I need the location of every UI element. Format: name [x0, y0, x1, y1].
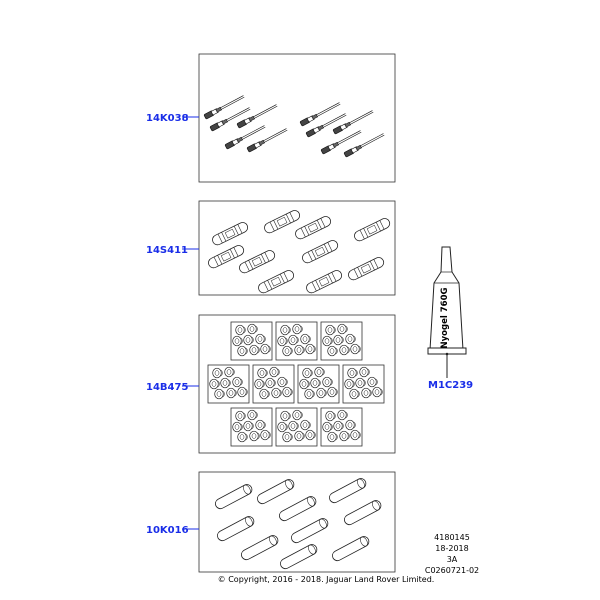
seals-box	[198, 314, 396, 454]
tube-label: Nyogel 760G	[440, 288, 450, 349]
terminals-panel	[198, 53, 396, 183]
terminals-box	[198, 53, 396, 183]
callout-grease[interactable]: M1C239	[428, 380, 473, 391]
sleeves-box	[198, 471, 396, 573]
copyright-notice: © Copyright, 2016 - 2018. Jaguar Land Ro…	[218, 575, 435, 584]
splices-panel	[198, 200, 396, 296]
ref-line-4: C0260721-02	[425, 566, 479, 575]
callout-terminals[interactable]: 14K038	[146, 113, 189, 124]
seals-panel	[198, 314, 396, 454]
callout-sleeves[interactable]: 10K016	[146, 525, 189, 536]
ref-line-3: 3A	[447, 555, 458, 564]
ref-line-1: 4180145	[434, 533, 470, 542]
splices-box	[198, 200, 396, 296]
callout-splices[interactable]: 14S411	[146, 245, 188, 256]
callout-seals[interactable]: 14B475	[146, 382, 188, 393]
grease-tube: Nyogel 760G	[427, 246, 467, 355]
ref-line-2: 18-2018	[435, 544, 468, 553]
sleeves-panel	[198, 471, 396, 573]
